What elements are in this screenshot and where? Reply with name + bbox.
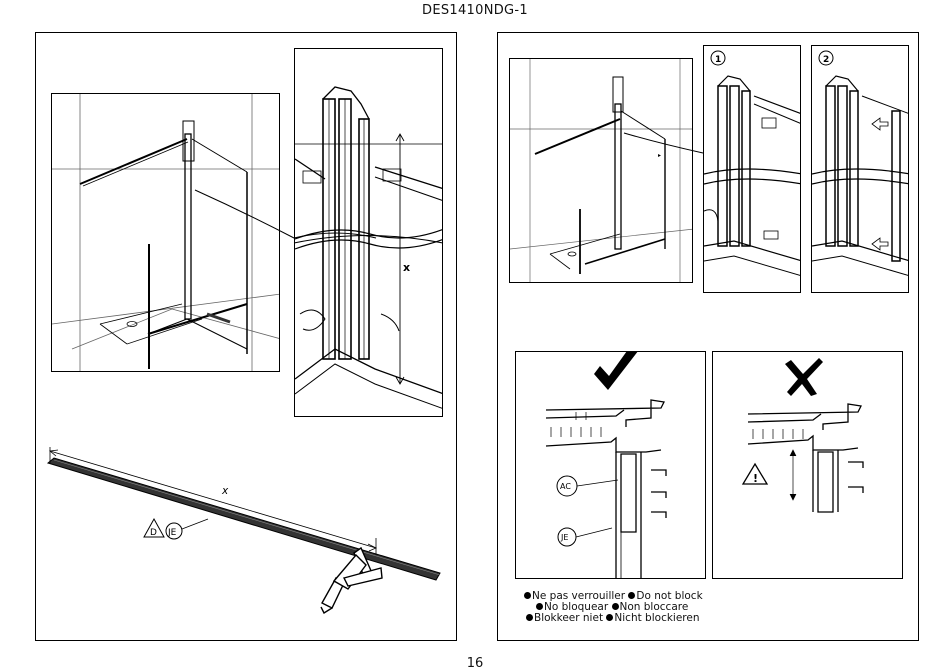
- detail-leader-line: [194, 189, 444, 244]
- profile-detail-drawing: x: [295, 86, 442, 409]
- checkmark-icon: [594, 352, 638, 390]
- shower-overview-drawing: [52, 94, 279, 371]
- correct-installation-illustration: AC JE: [515, 351, 706, 579]
- step-2-illustration: 2: [811, 45, 909, 293]
- svg-text:▸: ▸: [658, 152, 661, 159]
- incorrect-installation-drawing: !: [741, 358, 864, 513]
- step-1-illustration: 1: [703, 45, 801, 293]
- legend-text-en: Do not block: [636, 590, 703, 602]
- left-instruction-panel: x: [35, 32, 457, 641]
- legend-text-fr: Ne pas verrouiller: [532, 590, 626, 602]
- dimension-label-x: x: [403, 261, 410, 274]
- profile-detail-illustration: x: [294, 48, 443, 417]
- legend-text-de: Nicht blockieren: [614, 612, 700, 624]
- step-1-drawing: 1: [704, 50, 800, 276]
- callout-d: D: [150, 528, 157, 538]
- legend-text-es: No bloquear: [544, 601, 609, 613]
- step-1-number: 1: [715, 55, 721, 65]
- callout-je: JE: [167, 528, 177, 538]
- svg-text:!: !: [753, 472, 758, 485]
- step-2-number: 2: [823, 55, 829, 65]
- cut-length-label: x: [221, 485, 229, 497]
- profile-cutting-illustration: x D JE: [46, 447, 441, 615]
- step-2-drawing: 2: [812, 50, 908, 276]
- legend-text-nl: Blokkeer niet: [534, 612, 604, 624]
- legend-row-1: Ne pas verrouiller Do not block: [524, 591, 703, 602]
- callout-ac: AC: [560, 482, 571, 491]
- legend-row-3: Blokkeer niet Nicht blockieren: [526, 613, 700, 624]
- document-title: DES1410NDG-1: [422, 3, 528, 18]
- callout-je-right: JE: [560, 533, 568, 542]
- warning-icon: [741, 462, 769, 485]
- installed-overview-drawing: ▸: [510, 59, 692, 282]
- step-leader-line: [623, 132, 704, 154]
- shower-overview-illustration: [51, 93, 280, 372]
- correct-installation-drawing: AC JE: [545, 352, 667, 578]
- incorrect-installation-illustration: !: [712, 351, 903, 579]
- installed-overview-illustration: ▸: [509, 58, 693, 283]
- page-number: 16: [466, 656, 484, 671]
- legend-row-2: No bloquear Non bloccare: [536, 602, 688, 613]
- right-instruction-panel: ▸ 1: [497, 32, 919, 641]
- cross-icon: [785, 358, 823, 396]
- legend-text-it: Non bloccare: [619, 601, 689, 613]
